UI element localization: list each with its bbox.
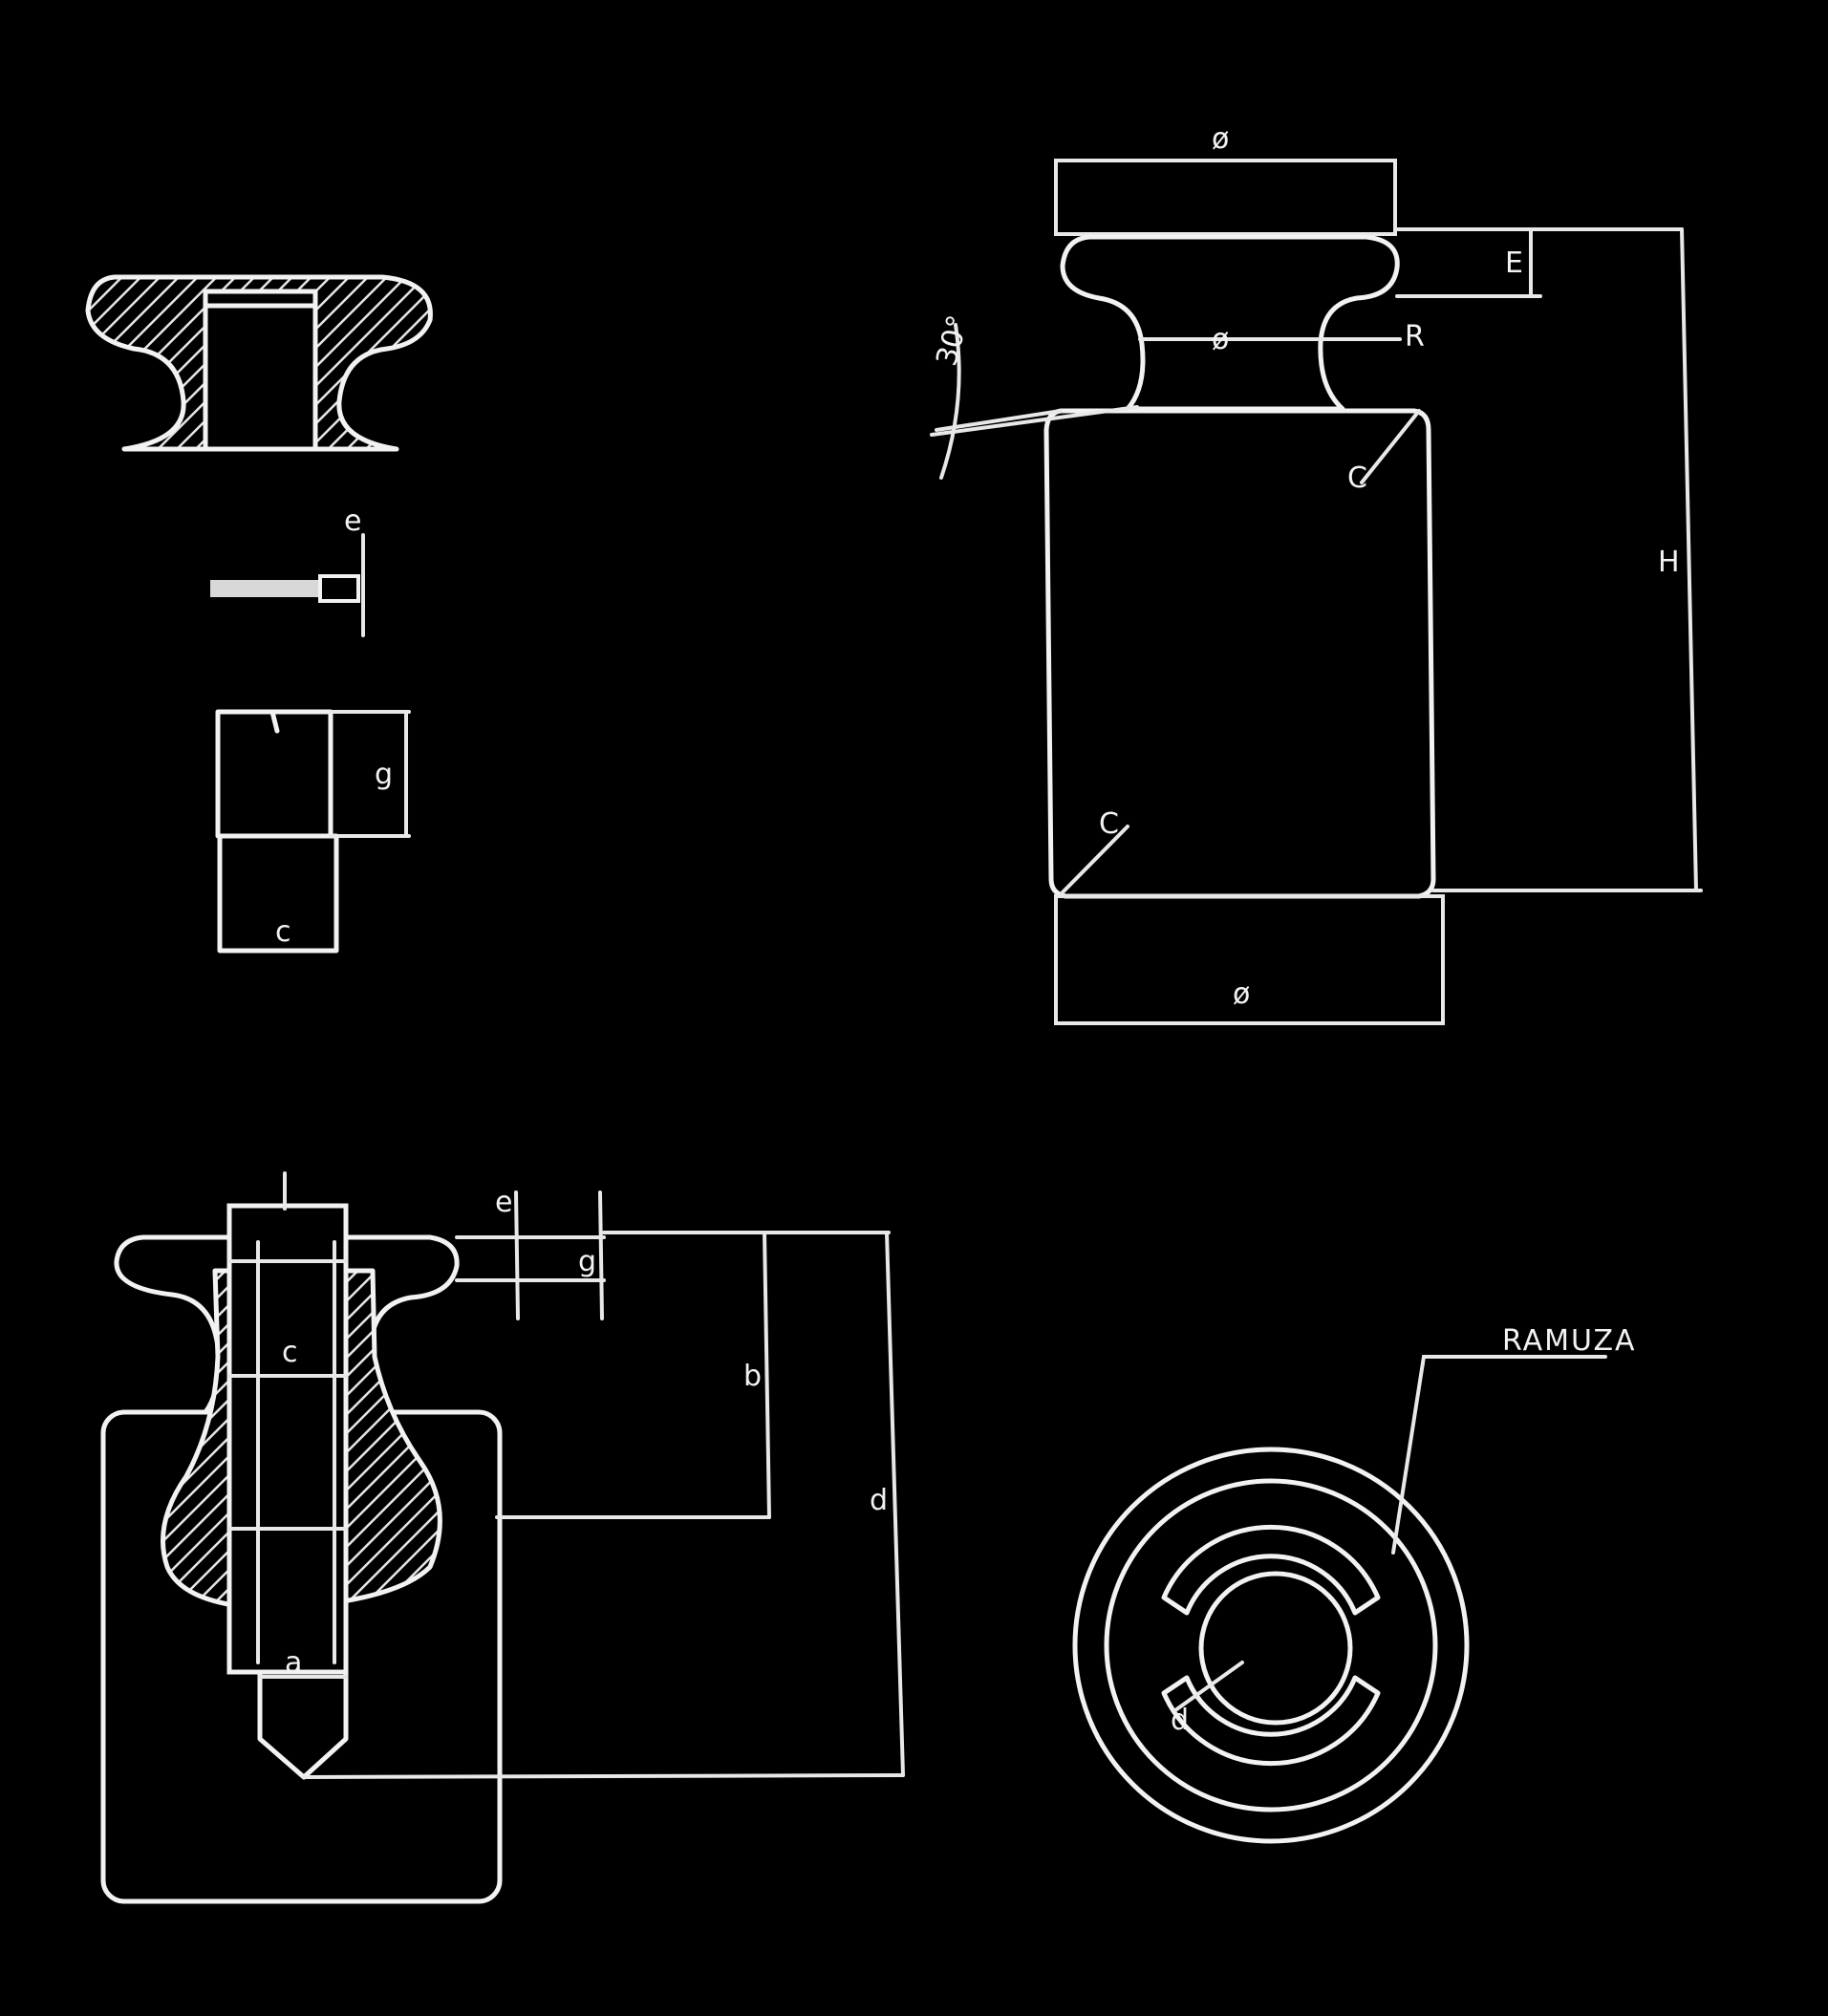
base-width-label: ø (1233, 977, 1250, 1011)
angle-line-1 (935, 409, 1063, 432)
plan-outer-circle (1072, 1447, 1470, 1844)
assembly-section-view: a c e g b d (100, 1171, 905, 1904)
dim-e-line (514, 1190, 520, 1320)
neck-label: ø (1212, 323, 1229, 356)
cap-section-bore (203, 289, 318, 452)
dim-d-ext-bottom (302, 1773, 905, 1779)
small-block-view: g c (215, 709, 411, 954)
dim-b-line (763, 1231, 771, 1519)
pin-body (210, 580, 320, 597)
small-block-dim-g: g (375, 758, 393, 791)
radius-label: R (1405, 320, 1425, 354)
dim-e-label: e (495, 1186, 512, 1219)
cap-section-view (85, 274, 433, 452)
plan-dim-d-label: d (1171, 1704, 1189, 1737)
dim-a-label: a (285, 1646, 302, 1680)
small-block-notch (269, 709, 280, 734)
small-block-dim-c: c (275, 915, 291, 949)
dim-b-label: b (743, 1360, 762, 1393)
pin-end (318, 574, 360, 603)
small-block-lower (217, 833, 339, 954)
chamfer-label-bottom: C (1099, 807, 1119, 841)
angle-arc (939, 323, 961, 480)
assembly-plug (226, 1203, 349, 1675)
chamfer-label-top: C (1347, 461, 1367, 495)
dim-d-label: d (870, 1484, 888, 1517)
assembly-knob (114, 1234, 460, 1415)
weight-elevation-view: ø ø H E ø R 30° C C (930, 122, 1703, 1025)
base-width-dim-box (1054, 894, 1445, 1025)
height-label: H (1658, 546, 1680, 579)
top-width-label: ø (1212, 122, 1229, 156)
dim-g-label: g (578, 1245, 596, 1278)
split-ring-lower (1161, 1675, 1381, 1767)
callout-leader (1391, 1355, 1607, 1555)
callout-label: RAMUZA (1502, 1324, 1637, 1358)
height-dim-line (1680, 227, 1698, 892)
plan-second-circle (1104, 1478, 1438, 1812)
chamfer-leader-top (1360, 409, 1421, 484)
dim-c-label: c (282, 1336, 298, 1369)
chamfer-leader-bottom (1057, 825, 1129, 898)
split-ring-upper (1161, 1524, 1381, 1616)
pin-dim-e: e (344, 504, 361, 538)
dim-g-line (598, 1190, 604, 1320)
e-label: E (1505, 247, 1523, 280)
plan-dim-d-leader (1173, 1661, 1244, 1712)
plan-view: d RAMUZA (1072, 1324, 1637, 1844)
dim-d-line (885, 1231, 905, 1777)
angle-line-2 (930, 405, 1139, 437)
top-width-dim-box (1054, 159, 1397, 236)
plan-inner-bore (1198, 1571, 1353, 1726)
pin-view: e (210, 504, 365, 637)
